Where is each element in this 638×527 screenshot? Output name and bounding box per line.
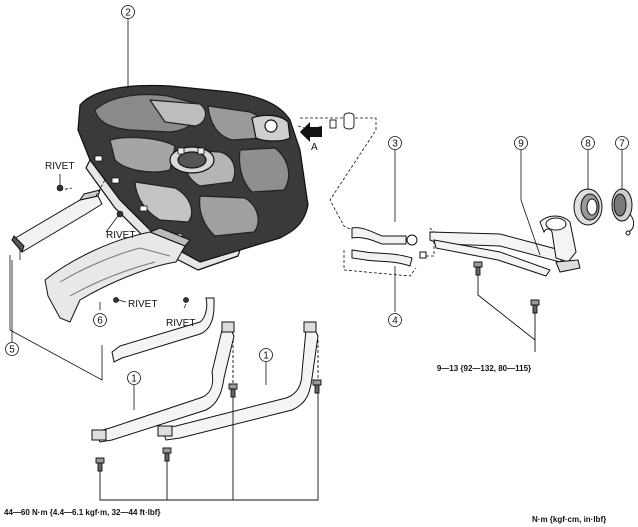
callout-1-rear-strap: 1 bbox=[127, 371, 141, 385]
bolt-2 bbox=[162, 447, 172, 462]
bolt-filler-2 bbox=[530, 299, 540, 314]
fuel-tank-strap-front bbox=[157, 321, 319, 441]
callout-9: 9 bbox=[514, 136, 528, 150]
filler-cap-ring bbox=[573, 188, 603, 226]
filler-cap bbox=[611, 188, 635, 236]
torque-leader-filler bbox=[477, 275, 536, 352]
rivet-label-1: RIVET bbox=[45, 161, 74, 172]
svg-text:8: 8 bbox=[585, 139, 591, 150]
fuel-filler-pipe bbox=[429, 215, 581, 277]
torque-spec-straps: 44—60 N·m {4.4—6.1 kgf·m, 32—44 ft·lbf} bbox=[4, 508, 161, 517]
svg-text:4: 4 bbox=[392, 316, 398, 327]
view-arrow-a bbox=[300, 122, 322, 142]
alignment-lines-left bbox=[9, 177, 107, 381]
callout-8: 8 bbox=[581, 136, 595, 150]
callout-1-front-strap: 1 bbox=[259, 348, 273, 362]
svg-text:5: 5 bbox=[9, 345, 15, 356]
rivet-label-2: RIVET bbox=[106, 230, 135, 241]
svg-text:2: 2 bbox=[125, 8, 131, 19]
torque-units-legend: N·m {kgf·cm, in·lbf} bbox=[532, 515, 606, 524]
strap-bolts bbox=[95, 261, 540, 472]
rivet-label-4: RIVET bbox=[166, 318, 195, 329]
rivet-label-3: RIVET bbox=[128, 299, 157, 310]
svg-text:9: 9 bbox=[518, 139, 524, 150]
hose-clamps bbox=[329, 112, 355, 130]
fuel-hose-4 bbox=[351, 249, 427, 267]
lower-support-bracket bbox=[111, 297, 215, 363]
bolt-1 bbox=[95, 457, 105, 472]
svg-text:1: 1 bbox=[263, 351, 269, 362]
rivet-mark-4 bbox=[183, 297, 189, 303]
bolt-filler-1 bbox=[473, 261, 483, 276]
svg-text:6: 6 bbox=[97, 316, 103, 327]
svg-text:3: 3 bbox=[392, 139, 398, 150]
heat-insulator-5 bbox=[11, 189, 103, 254]
callout-leaders bbox=[11, 19, 623, 410]
callout-2: 2 bbox=[121, 5, 135, 19]
svg-text:1: 1 bbox=[131, 374, 137, 385]
callout-3: 3 bbox=[388, 136, 402, 150]
rivets bbox=[56, 184, 189, 303]
rivet-leaders bbox=[59, 174, 187, 309]
view-arrow-a-label: A bbox=[311, 142, 318, 153]
rivet-mark-2 bbox=[116, 210, 124, 218]
fuel-tank-strap-rear bbox=[91, 321, 235, 443]
callout-4: 4 bbox=[388, 313, 402, 327]
torque-leader-straps bbox=[99, 340, 319, 501]
bolt-4 bbox=[312, 379, 322, 394]
fuel-tank bbox=[77, 84, 309, 271]
rivet-mark-3 bbox=[113, 297, 119, 303]
svg-text:7: 7 bbox=[619, 139, 625, 150]
callout-5: 5 bbox=[5, 342, 19, 356]
heat-insulator-6 bbox=[44, 227, 191, 323]
evap-hose-3 bbox=[351, 227, 418, 246]
callout-7: 7 bbox=[615, 136, 629, 150]
torque-spec-filler: 9—13 {92—132, 80—115} bbox=[437, 364, 531, 373]
bolt-3 bbox=[228, 383, 238, 398]
rivet-mark-1 bbox=[56, 184, 64, 192]
callout-6: 6 bbox=[93, 313, 107, 327]
